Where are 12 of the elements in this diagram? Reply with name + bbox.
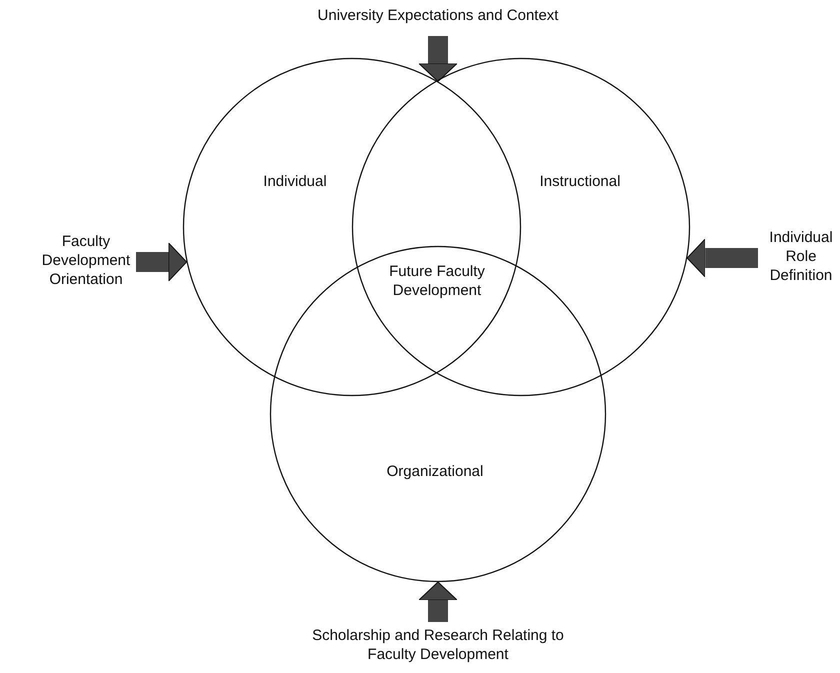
- circle-label: Instructional: [538, 172, 622, 191]
- circle-label: Organizational: [386, 462, 484, 481]
- influence-label: University Expectations and Context: [316, 6, 560, 25]
- block-arrow: [418, 582, 458, 622]
- influence-label: Scholarship and Research Relating to Faculty Development: [311, 626, 565, 664]
- block-arrow: [418, 36, 458, 82]
- block-arrow: [136, 242, 188, 282]
- influence-label: Faculty Development Orientation: [40, 232, 132, 289]
- block-arrow: [686, 238, 758, 278]
- overlap-label: Future Faculty Development: [388, 262, 486, 300]
- influence-label: Individual Role Definition: [768, 228, 834, 285]
- circle-label: Individual: [262, 172, 328, 191]
